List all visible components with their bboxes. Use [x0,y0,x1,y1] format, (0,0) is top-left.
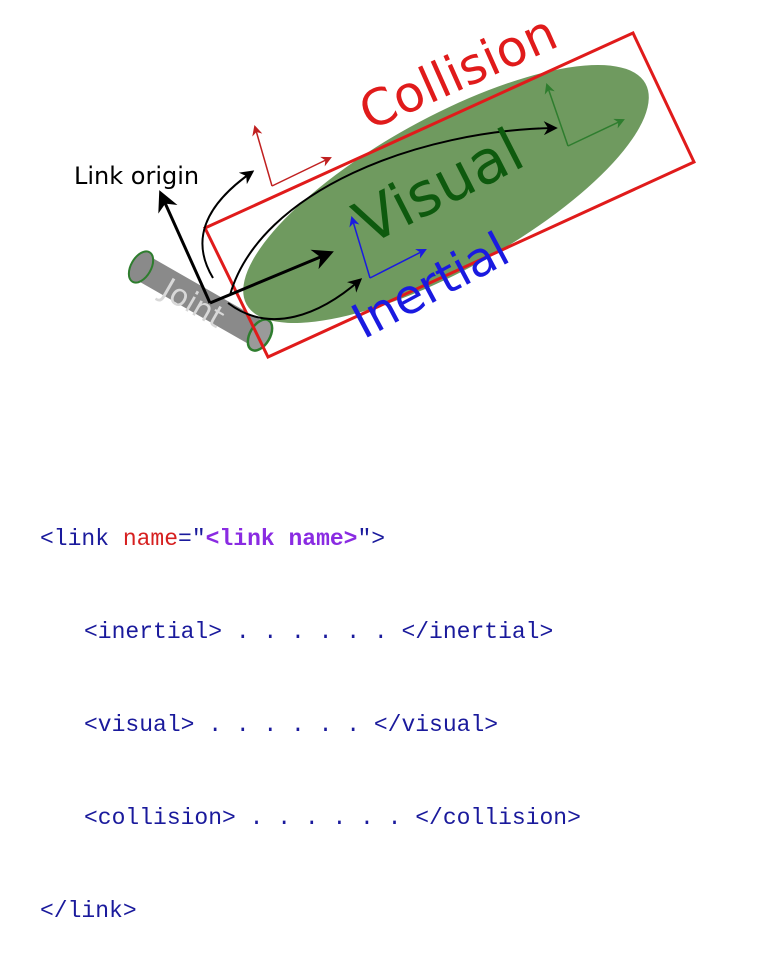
link-origin-label: Link origin [74,162,199,190]
collision-frame [252,124,332,187]
code-line-visual: <visual> . . . . . . </visual> [84,712,499,738]
visual-frame [544,83,625,147]
code-line-inertial: <inertial> . . . . . . </inertial> [84,619,554,645]
code-line-link-close: </link> [40,898,137,924]
inertial-frame [349,215,427,279]
code-line-link-open: <link name="<link name>"> [40,526,386,552]
code-line-collision: <collision> . . . . . . </collision> [84,805,581,831]
arrow-to-visual [229,121,558,296]
arrow-to-inertial [227,278,363,320]
attr-name: name [122,526,179,552]
urdf-code-snippet: <link name="<link name>"> <inertial> . .… [40,462,581,958]
arrow-to-collision [201,170,255,279]
attr-value: <link name> [205,526,358,552]
link-diagram: Joint Link origin Visual Collision Inert… [74,3,697,359]
